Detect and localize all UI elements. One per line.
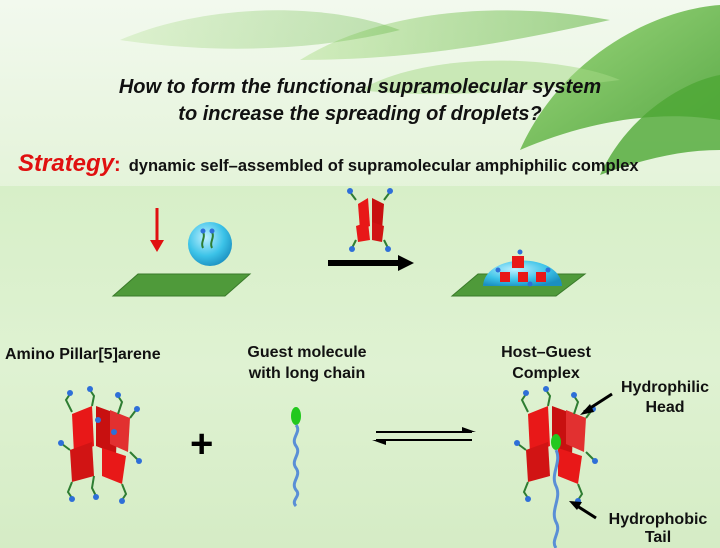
guest-molecule-icon <box>291 407 301 508</box>
red-down-arrow-icon <box>150 208 164 252</box>
label-hydrophilic: Hydrophilic <box>620 379 709 396</box>
question-line-1: How to form the functional supramolecula… <box>118 76 602 98</box>
pillararene-icon <box>58 386 142 504</box>
label-guest-line-1: Guest molecule <box>247 344 367 361</box>
question-line-2: to increase the spreading of droplets? <box>178 103 542 125</box>
host-guest-scheme <box>58 386 613 548</box>
small-pillar-icon <box>347 188 393 252</box>
tail-pointer-arrow-icon <box>569 501 597 520</box>
strategy-colon: : <box>114 154 121 176</box>
strategy-label: Strategy <box>18 150 115 177</box>
host-guest-complex-icon <box>514 386 598 548</box>
label-guest-line-2: with long chain <box>248 365 366 382</box>
left-surface-plate <box>111 273 252 297</box>
diagram-panel <box>0 186 720 548</box>
strategy-row: Strategy: dynamic self–assembled of supra… <box>18 150 639 178</box>
droplet-before-icon <box>188 222 232 266</box>
strategy-description: dynamic self–assembled of supramolecular… <box>128 157 639 175</box>
spreading-schematic <box>111 188 587 297</box>
leaf-banner-image <box>120 5 720 175</box>
droplet-spread-icon <box>483 249 562 287</box>
label-head: Head <box>645 399 685 416</box>
plus-sign: + <box>190 422 214 466</box>
equilibrium-arrows-icon <box>372 427 476 445</box>
head-pointer-arrow-icon <box>580 392 613 415</box>
label-complex-line-1: Host–Guest <box>501 344 591 361</box>
label-complex-line-2: Complex <box>512 365 580 382</box>
label-tail: Tail <box>644 529 672 546</box>
right-arrow-icon <box>328 255 414 271</box>
label-hydrophobic: Hydrophobic <box>608 511 708 528</box>
label-amino-pillararene: Amino Pillar[5]arene <box>5 346 161 363</box>
